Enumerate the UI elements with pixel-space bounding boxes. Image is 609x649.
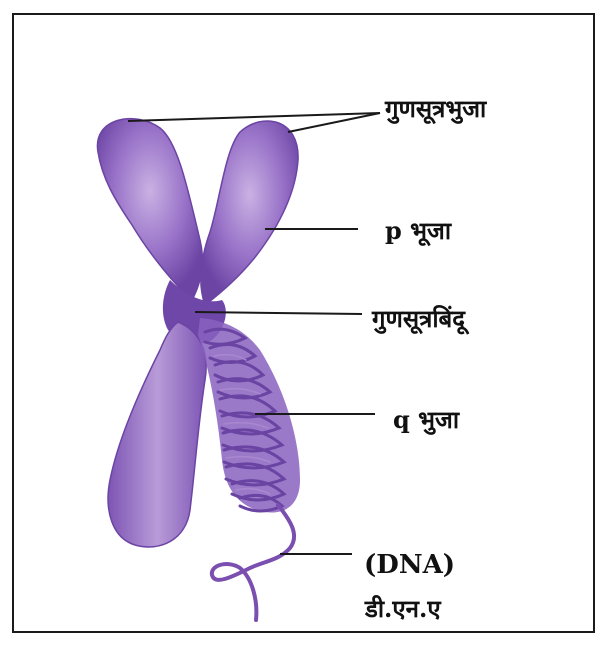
label-p-arm: p भूजा [385, 214, 451, 247]
label-centromere: गुणसूत्रबिंदू [372, 302, 465, 335]
upper-right-arm [201, 121, 298, 305]
lower-left-arm [108, 322, 206, 547]
label-q-arm: q भुजा [393, 403, 459, 436]
upper-left-arm [97, 119, 202, 300]
label-dna-english: (DNA) [364, 550, 455, 580]
dna-strand [212, 505, 294, 620]
label-chromatid: गुणसूत्रभुजा [385, 92, 486, 125]
label-dna-hindi: डी.एन.ए [365, 592, 441, 625]
